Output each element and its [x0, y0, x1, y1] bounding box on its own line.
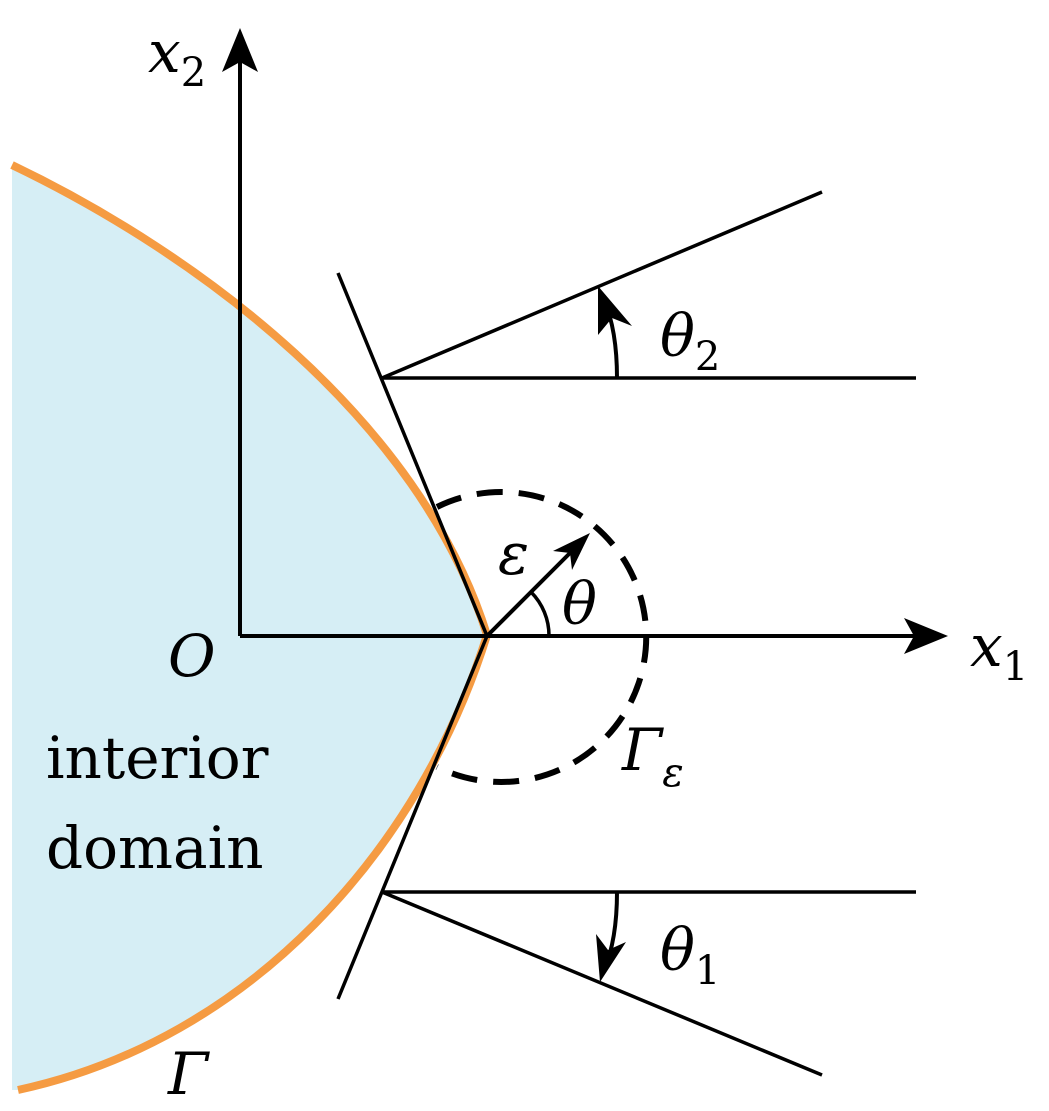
x2-axis-label: x2 — [148, 18, 206, 96]
theta1-arrowhead — [596, 934, 626, 982]
gamma-label: Γ — [167, 1040, 210, 1108]
theta-label: θ — [562, 570, 597, 638]
epsilon-arrowhead — [553, 533, 590, 570]
gamma-epsilon-label: Γε — [621, 716, 684, 796]
x1-axis-arrowhead — [904, 618, 948, 654]
epsilon-label: ε — [498, 520, 529, 588]
gamma-epsilon-dashed-arc — [435, 489, 650, 785]
interior-domain-region — [12, 165, 487, 1090]
origin-label: O — [168, 622, 216, 690]
theta2-label: θ2 — [660, 302, 720, 380]
upper-sloped-ray — [381, 190, 823, 380]
upper-tangent-line — [336, 272, 489, 637]
interior-label-line1: interior — [46, 724, 269, 792]
theta1-label: θ1 — [660, 916, 720, 994]
lower-tangent-line — [336, 635, 489, 1000]
theta-arc — [529, 590, 551, 637]
x1-axis-label: x1 — [970, 612, 1028, 690]
lower-sloped-ray — [381, 890, 823, 1077]
x2-axis-arrowhead — [222, 28, 258, 72]
theta2-arrowhead — [598, 286, 632, 335]
interior-label-line2: domain — [46, 814, 264, 882]
